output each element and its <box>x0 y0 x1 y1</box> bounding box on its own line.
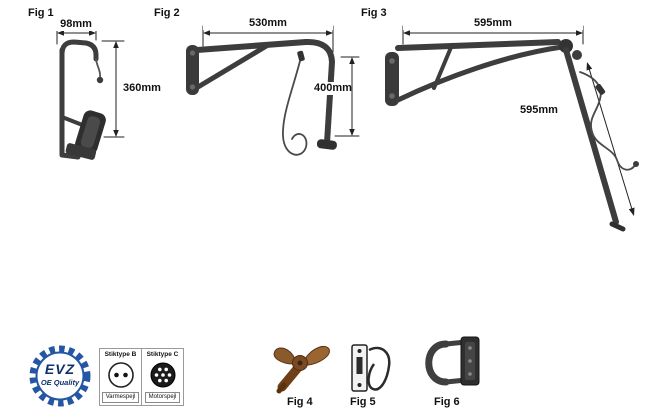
fig3-label: Fig 3 <box>361 7 387 19</box>
fig2-drawing <box>186 25 360 156</box>
fig3-drawing <box>385 25 639 232</box>
fig2-height-dimension: 400mm <box>312 82 352 95</box>
fig5-label: Fig 5 <box>350 396 376 408</box>
fig6-screw-1 <box>468 346 472 350</box>
fig3-width-dimension: 595mm <box>403 17 583 30</box>
connector-type-c-cell: Stiktype C Motorspejl <box>141 348 184 406</box>
fig6-screw-3 <box>468 372 472 376</box>
fig2-label: Fig 2 <box>154 7 180 19</box>
fig3-mount-plate <box>385 52 399 106</box>
fig2-cable <box>282 56 308 156</box>
fig4-drawing <box>273 345 330 394</box>
fig3-leg-tube <box>563 47 619 225</box>
fig6-label: Fig 6 <box>434 396 460 408</box>
fig4-left-wing <box>273 347 296 365</box>
fig3-length-dim-lines <box>586 62 635 216</box>
fig1-height-dim-lines <box>101 40 125 138</box>
fig6-drawing <box>425 336 480 386</box>
fig2-pivot-bottom <box>189 84 196 90</box>
fig6-screw-2 <box>468 359 472 363</box>
fig4-right-wing <box>304 345 330 366</box>
fig1-foot <box>59 147 81 160</box>
connector-legend: Stiktype B Varmespejl Stiktype C Motorsp… <box>99 348 184 406</box>
fig3-apex-joint <box>559 39 573 53</box>
badge-brand-text: EVZ <box>44 361 76 377</box>
fig2-mount-plate <box>186 45 199 95</box>
fig1-cable <box>95 58 102 78</box>
fig2-cable-plug <box>297 50 305 62</box>
fig1-height-dimension: 360mm <box>121 82 163 95</box>
fig3-length-dimension: 595mm <box>518 104 560 117</box>
fig1-cable-plug <box>96 76 104 84</box>
fig3-ball-joint <box>572 50 582 60</box>
fig4-label: Fig 4 <box>287 396 313 408</box>
fig2-pivot-top <box>189 50 196 56</box>
fig1-label: Fig 1 <box>28 7 54 19</box>
connector-type-b-title: Stiktype B <box>104 351 137 358</box>
badge-quality-text: OE Quality <box>40 378 80 387</box>
fig1-hook-tube <box>59 39 99 62</box>
fig2-main-tube <box>194 38 335 146</box>
fig3-leg-end-cap <box>609 221 626 232</box>
connector-type-b-use: Varmespejl <box>101 392 140 403</box>
fig2-brace-tube <box>195 42 271 90</box>
fig3-lower-tube <box>395 44 565 103</box>
fig2-end-cap <box>316 139 337 150</box>
fig3-pivot-bottom <box>389 93 395 99</box>
multi-pin-connector-icon <box>150 362 175 388</box>
fig1-base-plate <box>65 143 97 160</box>
fig2-width-dim-lines <box>202 25 334 53</box>
fig5-plate-slot <box>356 357 363 374</box>
fig3-top-tube <box>395 39 561 51</box>
fig2-height-dim-lines <box>334 56 360 137</box>
fig3-cable-end <box>633 161 639 167</box>
fig5-hole-top <box>357 349 362 353</box>
connector-type-c-use: Motorspejl <box>144 392 181 403</box>
fig6-clamp-loop <box>425 340 450 386</box>
fig5-drawing <box>351 344 391 392</box>
fig4-boss-hole <box>297 360 303 366</box>
gear-icon <box>29 345 91 407</box>
fig2-width-dimension: 530mm <box>203 17 333 30</box>
fig1-drawing <box>56 25 125 160</box>
fig5-hole-bottom <box>357 383 362 387</box>
fig3-pivot-top <box>389 58 395 64</box>
fig3-cable-plug <box>595 83 606 95</box>
two-pin-connector-icon <box>107 362 134 388</box>
fig1-width-dimension: 98mm <box>53 18 99 31</box>
connector-type-c-title: Stiktype C <box>146 351 179 358</box>
fig3-strut-tube <box>432 43 454 90</box>
connector-type-b-cell: Stiktype B Varmespejl <box>99 348 142 406</box>
fig5-strap <box>367 346 391 391</box>
fig1-mirror-head-face <box>80 116 101 149</box>
fig4-stem-tip <box>276 382 287 394</box>
fig3-width-dim-lines <box>402 25 584 45</box>
